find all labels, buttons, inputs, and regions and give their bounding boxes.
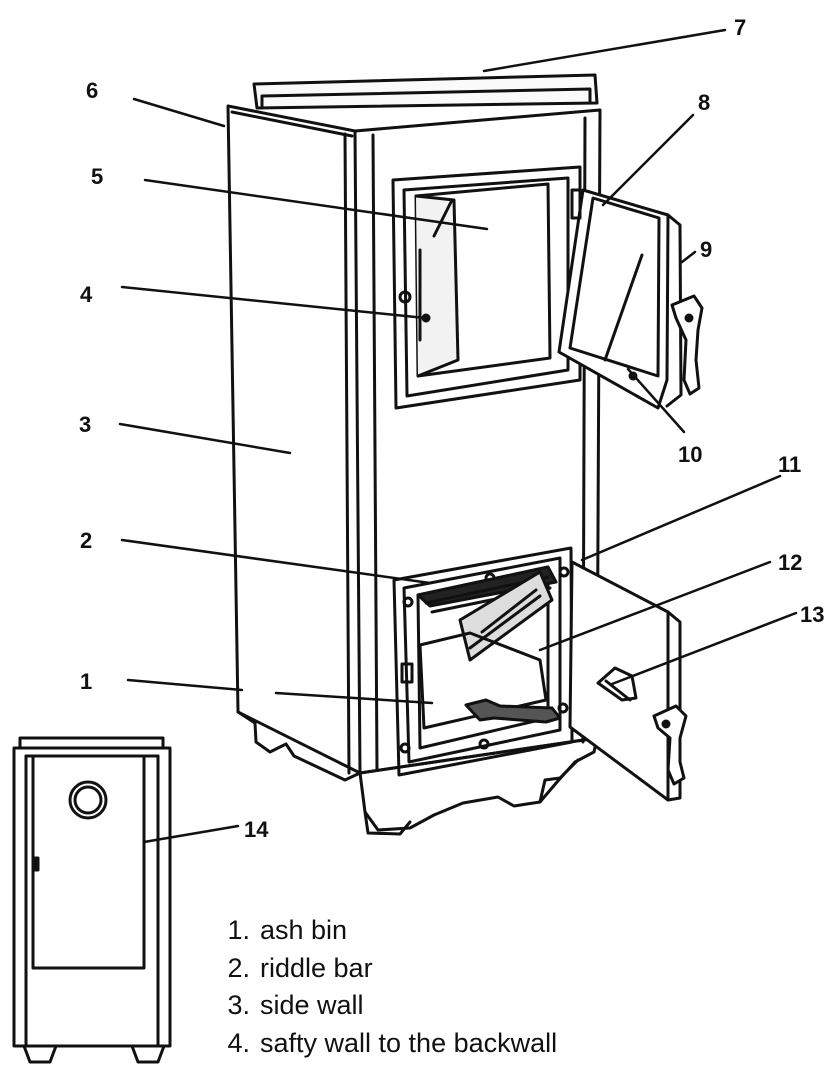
callout-10: 10	[678, 442, 702, 467]
callout-9: 9	[700, 237, 712, 262]
callout-1: 1	[80, 669, 92, 694]
callout-13: 13	[800, 602, 824, 627]
foot-left	[363, 810, 412, 836]
legend-number: 3.	[227, 990, 250, 1020]
flue-outlet	[68, 780, 108, 820]
fire-door-handle	[670, 294, 704, 396]
legend-item: 2. riddle bar	[204, 950, 557, 988]
legend-text: side wall	[260, 990, 364, 1020]
legend-text: riddle bar	[260, 952, 373, 983]
callout-14: 14	[244, 817, 269, 842]
callout-12: 12	[778, 550, 802, 575]
callout-7: 7	[734, 15, 746, 40]
front-face	[353, 108, 602, 775]
callout-11: 11	[778, 452, 801, 477]
callout-6: 6	[86, 78, 98, 103]
side-wall-panel	[226, 104, 362, 775]
fire-door-frame	[391, 165, 582, 410]
legend-item: 3. side wall	[204, 987, 557, 1025]
rear-view-stove	[12, 736, 172, 1064]
legend-number: 4.	[227, 1027, 250, 1058]
ash-bin	[418, 631, 562, 730]
callout-8: 8	[698, 90, 710, 115]
legend-number: 1.	[227, 915, 250, 945]
ash-door	[568, 560, 682, 802]
ash-door-handle	[652, 704, 688, 786]
parts-legend: 1. ash bin 2. riddle bar 3. side wall 4. saf…	[204, 912, 557, 1062]
legend-number: 2.	[227, 952, 250, 983]
fire-door	[557, 188, 683, 410]
legend-text: safty wall to the backwall	[260, 1027, 558, 1058]
stove-base	[358, 736, 599, 832]
callout-5: 5	[91, 164, 103, 189]
legend-item: 1. ash bin	[204, 912, 557, 950]
callout-2: 2	[80, 528, 92, 553]
leader-lines	[118, 28, 798, 844]
legend-text: ash bin	[260, 915, 348, 945]
callout-3: 3	[79, 412, 91, 437]
foot-right	[538, 758, 580, 804]
callout-4: 4	[80, 282, 93, 307]
callout-labels: 1 2 3 4 5 6 7 8 9 10 11 12 13 14	[79, 15, 824, 842]
legend-item: 4. safty wall to the backwall	[204, 1025, 557, 1063]
